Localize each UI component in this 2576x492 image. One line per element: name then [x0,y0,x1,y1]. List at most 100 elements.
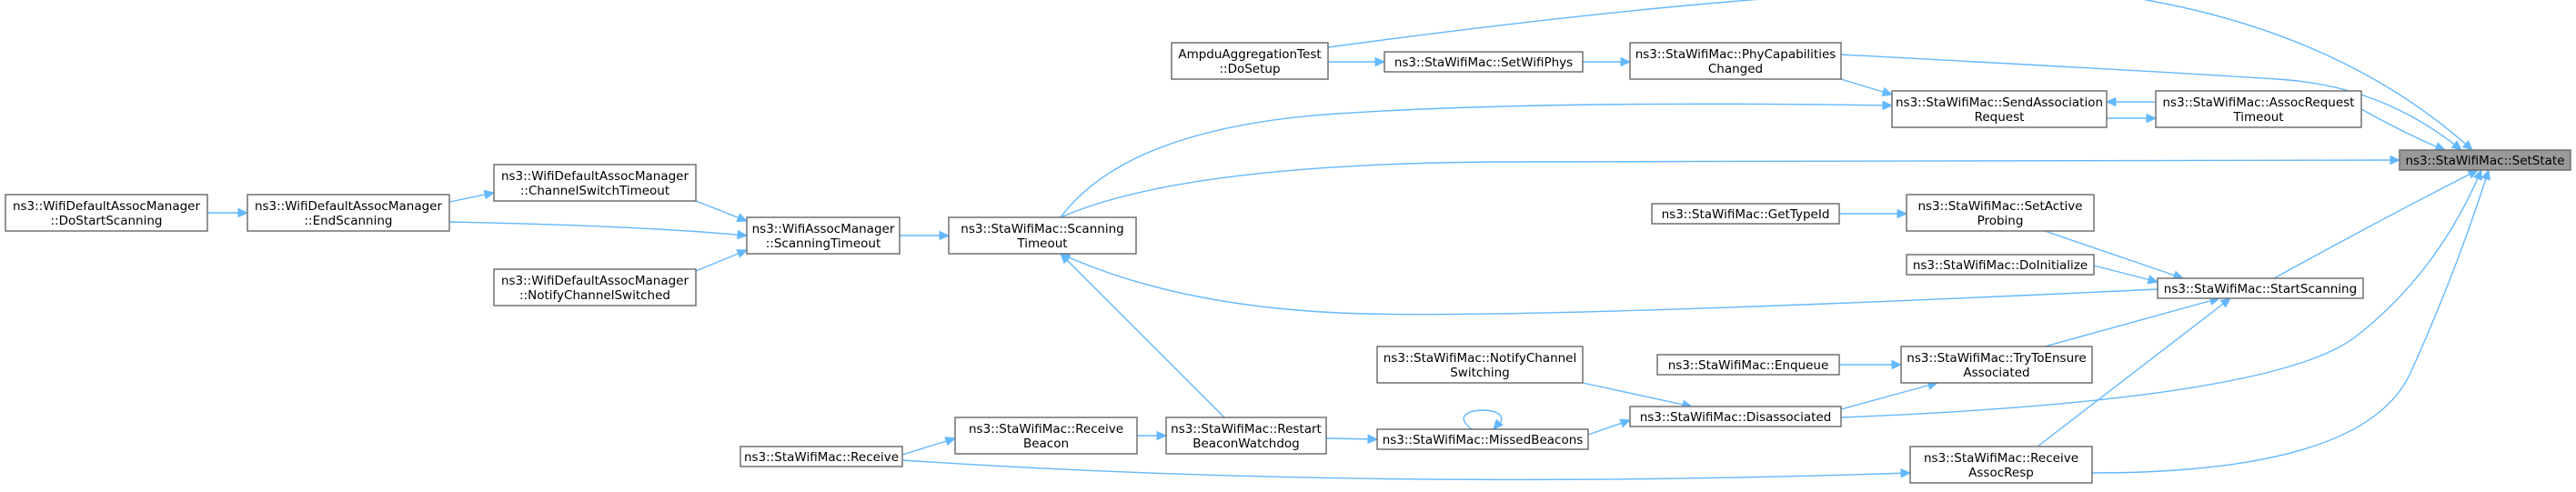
edge-enqueue-to-trytoensure [1839,359,1903,370]
node-label: BeaconWatchdog [1192,437,1300,451]
edge-ampdu_dosetup-to-setwifiphys [1328,56,1386,67]
node-label: ::NotifyChannelSwitched [519,288,670,303]
arrowhead [1620,56,1632,67]
node-box [954,417,1138,455]
node-label: ns3::WifiDefaultAssocManager [501,274,689,288]
edge-wdam_dostartscanning-to-wdam_endscanning [207,207,249,218]
arrowhead [2450,140,2462,151]
arrowhead [1374,56,1386,67]
arrowhead [736,213,749,223]
arrowhead [1897,208,1908,219]
arrowhead [939,230,951,241]
node-startscanning[interactable]: ns3::StaWifiMac::StartScanning [2157,277,2364,299]
node-label: ::DoSetup [1219,62,1280,76]
node-box [1909,446,2093,484]
edge-layer [207,0,2490,481]
node-wdam_notifychannelswitched[interactable]: ns3::WifiDefaultAssocManager::NotifyChan… [493,268,697,306]
node-setwifiphys[interactable]: ns3::StaWifiMac::SetWifiPhys [1384,51,1584,73]
edge-receive-to-receiveassocresp [901,459,1912,481]
arrowhead [2219,297,2231,308]
node-label: ns3::StaWifiMac::Disassociated [1640,410,1832,425]
node-label: Changed [1708,62,1763,76]
node-label: Switching [1450,366,1510,380]
node-box [2155,90,2362,128]
edge-assocreqtimeout-to-setstate [2360,108,2447,152]
node-box [247,194,450,232]
edge-startscanning-to-setstate [2273,169,2480,279]
node-wdam_endscanning[interactable]: ns3::WifiDefaultAssocManager::EndScannin… [247,194,450,232]
node-box [1171,42,1329,80]
node-missedbeacons[interactable]: ns3::StaWifiMac::MissedBeacons [1376,428,1589,450]
node-box [1629,406,1842,427]
node-box [740,446,903,467]
node-doinitialize[interactable]: ns3::StaWifiMac::DoInitialize [1906,254,2095,276]
arrowhead [737,229,749,240]
node-disassociated[interactable]: ns3::StaWifiMac::Disassociated [1629,406,1842,427]
node-label: ns3::StaWifiMac::StartScanning [2164,282,2357,296]
node-layer: ns3::StaWifiMac::SetState AmpduAggregatio… [5,42,2571,484]
node-label: ns3::WifiDefaultAssocManager [501,169,689,184]
node-label: ns3::StaWifiMac::Enqueue [1668,358,1829,373]
arrowhead [2480,168,2490,181]
node-label: Timeout [2232,110,2283,125]
node-gettypeid[interactable]: ns3::StaWifiMac::GetTypeId [1651,203,1840,225]
node-receive[interactable]: ns3::StaWifiMac::Receive [740,446,903,467]
arrowhead [944,437,957,447]
arrowhead [2390,155,2401,166]
arrowhead [1367,434,1379,445]
node-box [1906,254,2095,276]
node-label: ns3::StaWifiMac::Receive [744,450,899,465]
arrowhead [483,189,496,200]
node-ampdu_dosetup[interactable]: AmpduAggregationTest::DoSetup [1171,42,1329,80]
node-box [1384,51,1584,73]
node-label: ns3::WifiAssocManager [752,222,895,236]
edge-wam_scanningtimeout-to-scanningtimeout [900,230,951,241]
node-label: ns3::StaWifiMac::MissedBeacons [1383,433,1584,447]
node-label: ns3::StaWifiMac::Receive [1924,451,2078,466]
edge-phycap-to-sendassoc [1840,78,1894,96]
node-scanningtimeout[interactable]: ns3::StaWifiMac::ScanningTimeout [948,216,1137,255]
node-wam_scanningtimeout[interactable]: ns3::WifiAssocManager::ScanningTimeout [746,216,901,255]
edge-receivebeacon-to-restartbeacon [1137,430,1168,441]
edge-scanningtimeout-to-sendassoc [1060,100,1894,218]
node-label: ns3::StaWifiMac::SetWifiPhys [1394,55,1573,70]
edge-setactiveprobing-to-startscanning [2044,230,2185,280]
node-label: ns3::StaWifiMac::Scanning [961,222,1123,236]
node-label: ns3::StaWifiMac::SetState [2405,154,2564,168]
edge-trytoensure-to-startscanning [2044,296,2221,347]
node-box [1165,417,1327,455]
node-wdam_channelswitchtimeout[interactable]: ns3::WifiDefaultAssocManager::ChannelSwi… [493,164,697,202]
node-label: ::EndScanning [304,214,392,228]
node-label: ns3::WifiDefaultAssocManager [255,199,443,214]
edge-receiveassocresp-to-setstate [2091,168,2490,474]
edge-restartbeacon-to-missedbeacons [1325,434,1379,445]
arrowhead [1882,100,1894,111]
node-box [5,194,208,232]
node-setstate[interactable]: ns3::StaWifiMac::SetState [2399,149,2571,171]
node-label: ns3::StaWifiMac::PhyCapabilities [1635,47,1836,62]
edge-missedbeacons-to-disassociated [1587,418,1632,436]
node-box [1651,203,1840,225]
node-box [493,164,697,202]
arrowhead [2146,113,2158,124]
node-wdam_dostartscanning[interactable]: ns3::WifiDefaultAssocManager::DoStartSca… [5,194,208,232]
node-label: Timeout [1016,236,1067,251]
node-box [948,216,1137,255]
node-enqueue[interactable]: ns3::StaWifiMac::Enqueue [1656,354,1840,376]
node-label: ns3::WifiDefaultAssocManager [13,199,201,214]
arrowhead [1891,359,1903,370]
node-label: ::DoStartScanning [51,214,163,228]
node-label: ns3::StaWifiMac::DoInitialize [1913,258,2088,273]
node-label: Beacon [1023,437,1069,451]
node-box [2157,277,2364,299]
